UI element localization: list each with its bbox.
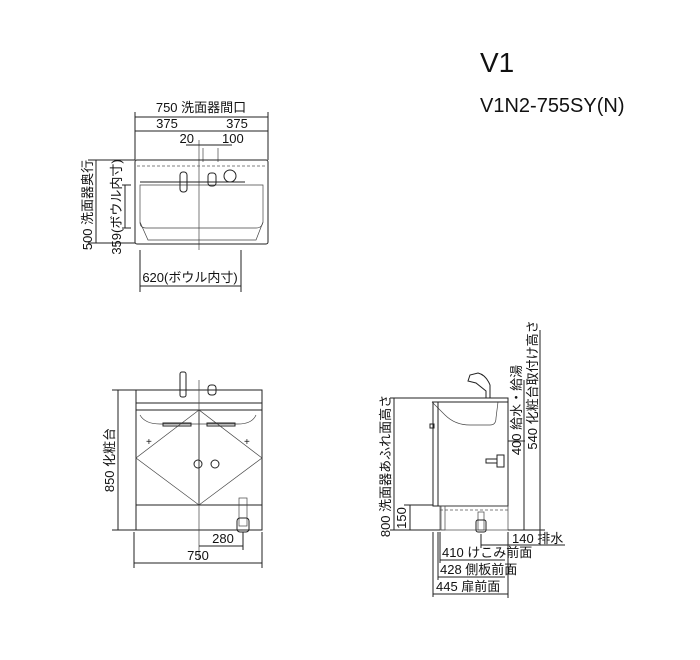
model-number: V1N2-755SY(N) (480, 95, 625, 117)
supply-height-label: 400 給水・給湯 (509, 365, 524, 455)
faucet-icon (179, 371, 187, 398)
mount-height-label: 540 化粧台取付け高さ (525, 320, 540, 449)
top-width-label: 750 洗面器間口 (156, 100, 246, 115)
drain-label: 140 排水 (512, 531, 563, 546)
series-title: V1 (480, 47, 514, 78)
drain-knob-icon (207, 172, 217, 187)
drain-offset-label: 280 (212, 531, 234, 546)
offset-100-label: 100 (222, 131, 244, 146)
svg-text:+: + (244, 437, 250, 448)
side-view: 800 洗面器あふれ面高さ 150 400 給水・給湯 540 化粧台取付け高さ… (378, 320, 565, 598)
offset-20-label: 20 (180, 131, 194, 146)
side-front-label: 428 側板前面 (440, 562, 517, 577)
faucet-top-icon (179, 171, 188, 193)
supply-valve-icon (223, 169, 237, 183)
basin-outline (134, 159, 269, 245)
half-left-label: 375 (156, 116, 178, 131)
rim-height-label: 800 洗面器あふれ面高さ (378, 395, 393, 537)
half-right-label: 375 (226, 116, 248, 131)
side-faucet-icon (467, 372, 491, 398)
top-view: 750 洗面器間口 375 375 20 100 500 洗面器奥行 359(ボ… (80, 100, 269, 292)
depth-label: 500 洗面器奥行 (80, 160, 95, 250)
door-front-label: 445 扉前面 (436, 579, 500, 594)
front-width-label: 750 (187, 548, 209, 563)
kick-front-label: 410 けこみ前面 (442, 545, 532, 560)
base-height-label: 150 (394, 507, 409, 529)
front-view: + + 850 化粧台 280 750 (102, 371, 263, 568)
bowl-depth-label: 359(ボウル内寸) (109, 159, 124, 254)
cabinet-height-label: 850 化粧台 (102, 428, 117, 492)
svg-text:+: + (146, 437, 152, 448)
bowl-width-label: 620(ボウル内寸) (142, 270, 237, 285)
